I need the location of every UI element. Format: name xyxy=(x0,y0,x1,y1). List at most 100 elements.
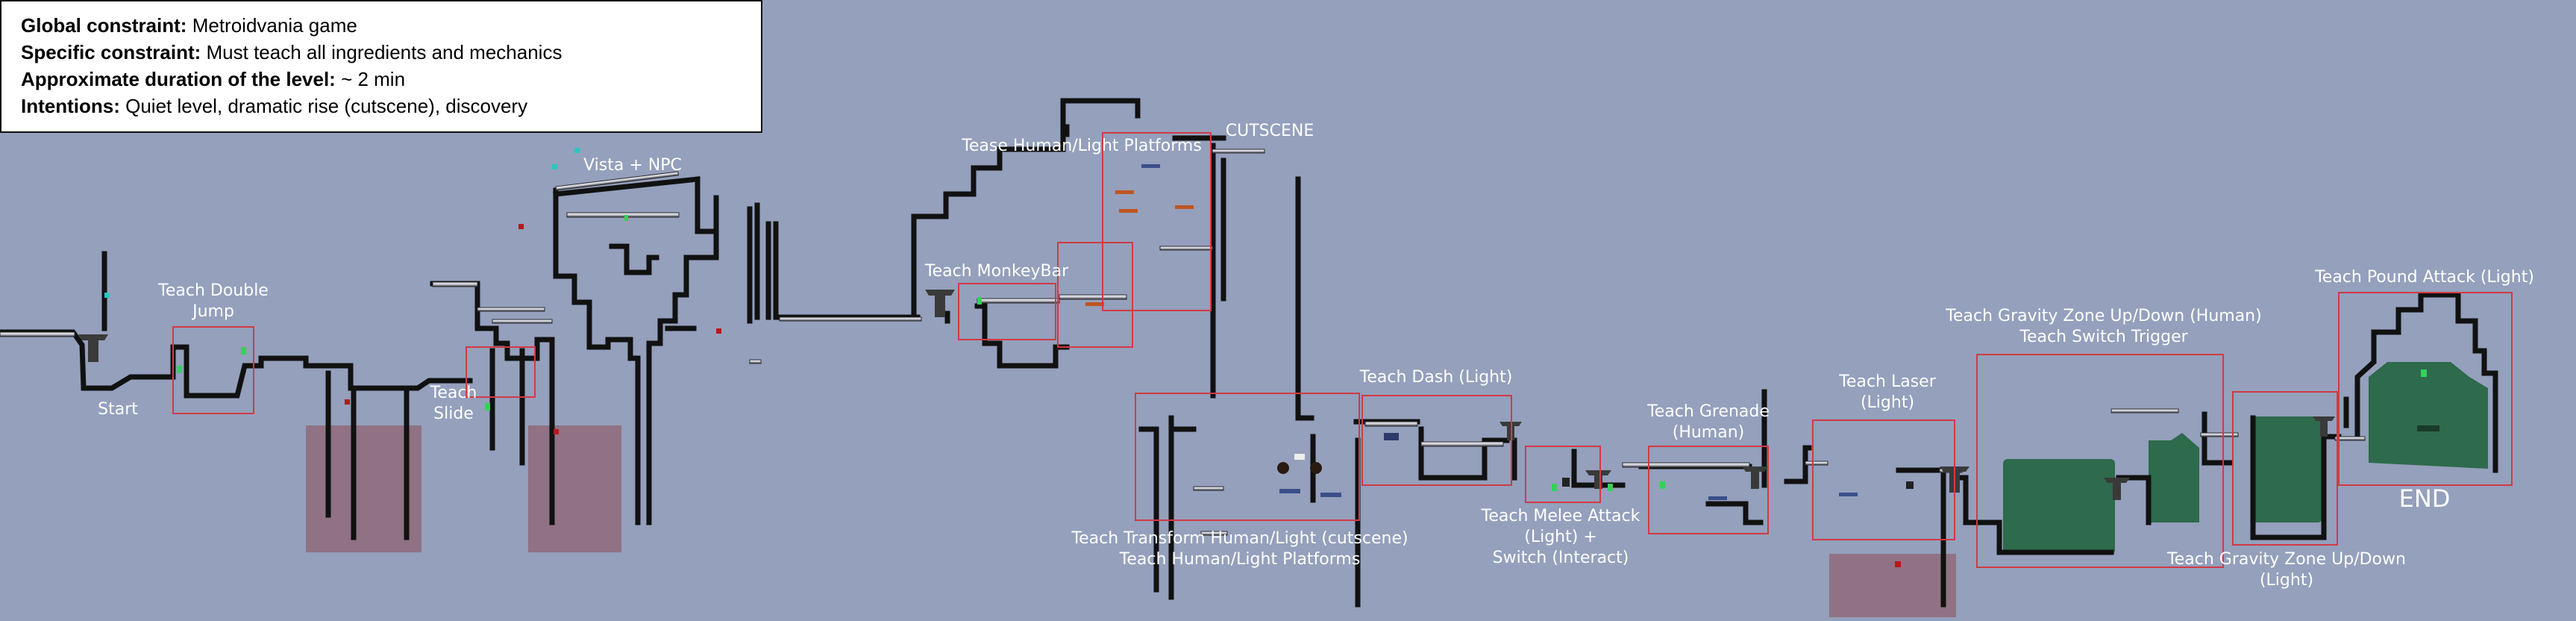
label-pound: Teach Pound Attack (Light) xyxy=(2315,267,2534,288)
label-text: (Light) + xyxy=(1524,528,1597,546)
label-laser: Teach Laser (Light) xyxy=(1839,372,1936,414)
pickup-icon xyxy=(485,403,490,411)
platform xyxy=(2110,408,2179,414)
platform xyxy=(1159,246,1213,251)
enemy-icon xyxy=(1279,489,1300,493)
label-monkeybar: Teach MonkeyBar xyxy=(925,261,1068,282)
props xyxy=(1085,164,2439,500)
constraint-value: Must teach all ingredients and mechanics xyxy=(206,41,562,63)
pickups xyxy=(104,148,2427,567)
label-text: Teach Dash (Light) xyxy=(1359,368,1513,387)
npc-icon xyxy=(1294,454,1305,460)
zone-tease xyxy=(1102,132,1212,311)
label-melee: Teach Melee Attack (Light) + Switch (Int… xyxy=(1482,506,1640,569)
label-text: (Light) xyxy=(2259,571,2314,590)
label-text: Teach Switch Trigger xyxy=(2019,328,2188,346)
pickup-icon xyxy=(177,366,182,373)
constraint-value: ~ 2 min xyxy=(341,68,406,90)
label-text: Teach MonkeyBar xyxy=(924,262,1069,281)
constraint-key: Approximate duration of the level: xyxy=(21,68,336,90)
platform xyxy=(779,316,922,322)
label-text: Teach xyxy=(430,384,477,402)
gravity-machine-3 xyxy=(2251,416,2322,522)
machine-rooms xyxy=(2003,362,2488,555)
pickup-icon xyxy=(977,297,982,305)
checkpoint-pillar-icon xyxy=(1742,466,1768,489)
enemy-icon xyxy=(1085,302,1104,306)
pickup-icon xyxy=(624,215,628,221)
platform xyxy=(977,298,1060,304)
zone-pound xyxy=(2338,292,2513,486)
label-text: Slide xyxy=(433,405,474,423)
enemy-icon xyxy=(1115,190,1134,194)
enemy-icon xyxy=(2417,425,2439,431)
constraint-key: Intentions: xyxy=(21,95,120,117)
checkpoint-pillar-icon xyxy=(925,290,955,317)
constraint-value: Metroidvania game xyxy=(192,14,357,37)
pickup-icon xyxy=(345,399,350,405)
pickup-icon xyxy=(1552,484,1557,491)
platform xyxy=(1420,441,1504,447)
enemy-icon xyxy=(1310,462,1322,474)
label-text: Vista + NPC xyxy=(583,156,682,175)
pickup-icon xyxy=(1660,481,1665,489)
enemy-icon xyxy=(1839,493,1858,496)
platform xyxy=(477,307,545,312)
enemy-icon xyxy=(1384,433,1399,440)
platform xyxy=(2200,432,2239,437)
zone-tease-2 xyxy=(1057,242,1133,348)
pickup-icon xyxy=(716,328,721,334)
pound-machine xyxy=(2369,362,2488,469)
platform xyxy=(555,171,679,191)
label-text: Teach Grenade xyxy=(1647,402,1770,421)
platform xyxy=(432,281,478,287)
platform xyxy=(749,359,762,364)
enemy-icon xyxy=(1175,205,1194,209)
pickup-icon xyxy=(1895,561,1901,567)
label-text: Jump xyxy=(192,302,234,321)
label-vista: Vista + NPC xyxy=(583,155,682,176)
constraint-specific: Specific constraint: Must teach all ingr… xyxy=(21,39,761,66)
zone-slide xyxy=(466,346,536,398)
switch-icon xyxy=(1906,481,1914,489)
label-text: CUTSCENE xyxy=(1225,122,1314,140)
pickup-icon xyxy=(518,224,524,229)
pickup-icon xyxy=(554,429,559,434)
checkpoint-pillar-icon xyxy=(78,334,108,362)
constraint-key: Specific constraint: xyxy=(21,41,201,63)
label-text: Start xyxy=(98,400,138,419)
constraint-global: Global constraint: Metroidvania game xyxy=(21,12,761,39)
platform xyxy=(2334,436,2366,441)
label-text: Teach Gravity Zone Up/Down (Human) xyxy=(1946,307,2262,325)
platform xyxy=(566,212,680,218)
light-platforms xyxy=(0,149,2366,536)
teach-zones xyxy=(172,132,2513,568)
zone-monkeybar xyxy=(958,283,1056,340)
zone-grenade xyxy=(1648,446,1769,534)
label-text: END xyxy=(2398,484,2451,513)
hazard-zone-1 xyxy=(306,425,422,552)
gravity-machine-2 xyxy=(2149,433,2199,522)
label-text: Teach Double xyxy=(158,281,269,300)
label-text: Teach Transform Human/Light (cutscene) xyxy=(1071,529,1408,548)
label-text: Teach Melee Attack xyxy=(1481,507,1640,525)
label-text: Teach Pound Attack (Light) xyxy=(2315,268,2534,287)
zone-transform xyxy=(1135,393,1360,521)
platform xyxy=(492,319,553,324)
label-tease: Tease Human/Light Platforms xyxy=(962,136,1202,157)
zone-gravity-light xyxy=(2232,391,2338,546)
level-geometry xyxy=(0,98,2498,608)
platform xyxy=(1622,462,1750,468)
zone-melee xyxy=(1525,446,1601,503)
checkpoint-pillar-icon xyxy=(2313,416,2335,437)
platform xyxy=(1212,149,1265,154)
constraint-value: Quiet level, dramatic rise (cutscene), d… xyxy=(125,95,528,117)
gravity-machine-1 xyxy=(2003,459,2115,555)
label-start: Start xyxy=(98,399,138,420)
pickup-icon xyxy=(574,148,580,153)
zone-double-jump xyxy=(172,326,254,414)
label-text: Teach Human/Light Platforms xyxy=(1119,550,1361,569)
label-text: Switch (Interact) xyxy=(1492,549,1629,567)
label-dash: Teach Dash (Light) xyxy=(1360,367,1513,388)
zone-dash xyxy=(1361,395,1512,486)
